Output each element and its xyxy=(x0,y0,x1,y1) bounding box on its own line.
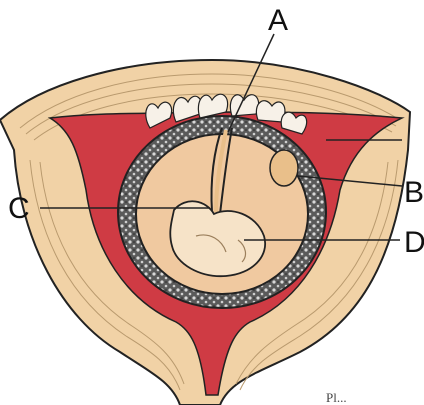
label-c: C xyxy=(8,192,30,225)
yolk-sac xyxy=(270,150,298,186)
caption: Pl... xyxy=(326,390,347,405)
label-b: B xyxy=(404,176,424,209)
label-d: D xyxy=(404,226,424,259)
label-a: A xyxy=(268,4,288,37)
